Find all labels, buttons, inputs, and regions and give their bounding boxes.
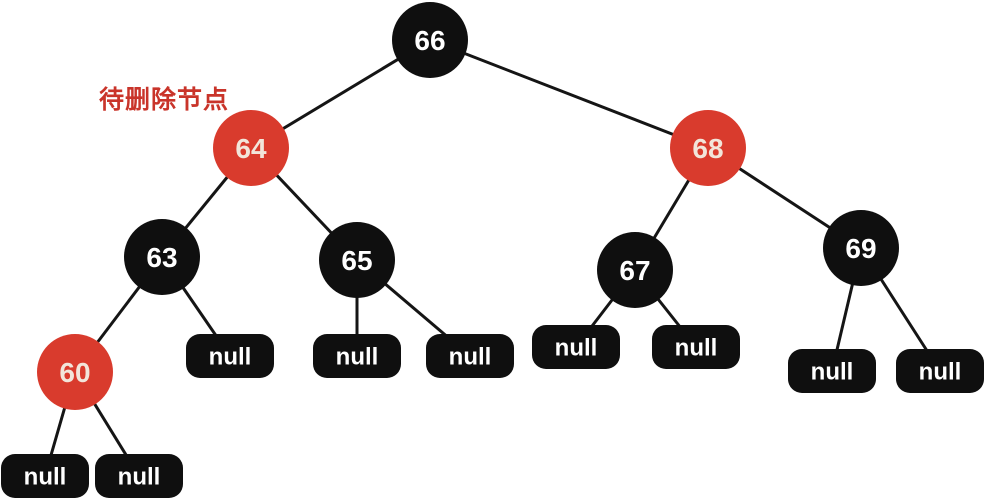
tree-node-69 <box>823 210 899 286</box>
null-node-null-67R <box>652 325 740 369</box>
null-node-label-null-67L: null <box>555 334 598 361</box>
null-node-null-60L <box>1 454 89 498</box>
tree-node-label-67: 67 <box>619 255 650 286</box>
null-node-null-67L <box>532 325 620 369</box>
null-node-null-69R <box>896 349 984 393</box>
tree-node-68 <box>670 110 746 186</box>
tree-node-label-60: 60 <box>59 357 90 388</box>
tree-node-label-69: 69 <box>845 233 876 264</box>
tree-node-64 <box>213 110 289 186</box>
tree-node-label-66: 66 <box>414 25 445 56</box>
tree-node-label-63: 63 <box>146 242 177 273</box>
null-node-label-null-60L: null <box>24 463 67 490</box>
null-node-label-null-69R: null <box>919 358 962 385</box>
null-node-null-60R <box>95 454 183 498</box>
null-node-label-null-67R: null <box>675 334 718 361</box>
tree-node-label-64: 64 <box>235 133 267 164</box>
tree-node-66 <box>392 2 468 78</box>
tree-node-63 <box>124 219 200 295</box>
tree-node-67 <box>597 232 673 308</box>
null-node-null-65R <box>426 334 514 378</box>
null-node-label-null-63R: null <box>209 343 252 370</box>
null-node-label-null-65L: null <box>336 343 379 370</box>
tree-node-label-68: 68 <box>692 133 723 164</box>
null-node-null-65L <box>313 334 401 378</box>
edge-66-68 <box>429 38 709 150</box>
null-node-label-null-69L: null <box>811 358 854 385</box>
delete-target-label: 待删除节点 <box>99 86 230 114</box>
null-node-null-63R <box>186 334 274 378</box>
tree-node-60 <box>37 334 113 410</box>
null-node-label-null-60R: null <box>118 463 161 490</box>
null-node-null-69L <box>788 349 876 393</box>
tree-node-65 <box>319 222 395 298</box>
null-node-label-null-65R: null <box>449 343 492 370</box>
tree-node-label-65: 65 <box>341 245 372 276</box>
